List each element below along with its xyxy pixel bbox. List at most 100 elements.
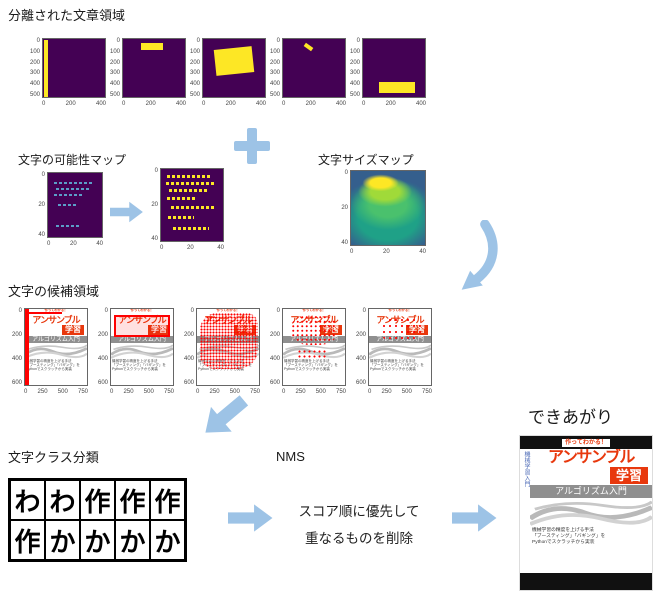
item-label: 40 (38, 232, 45, 238)
label-char-classification: 文字クラス分類 (8, 450, 99, 465)
item-label: 0 (356, 38, 360, 44)
item-label: 400 (269, 81, 280, 88)
item-label: 250 (37, 389, 48, 395)
plot-area (282, 38, 346, 98)
item-label: 500 (401, 389, 412, 395)
item-label: 0 (36, 38, 40, 44)
plot-area (47, 172, 103, 238)
detection-overlay (369, 309, 431, 385)
cover-title-2: 学習 (609, 467, 648, 484)
item-label: 100 (269, 48, 280, 55)
item-label: 作 (116, 481, 149, 519)
item-label: 500 (57, 389, 68, 395)
plot-area: 作ってわかる！ アンサンブル 学習 アルゴリズム入門 機械学習の精度を上げる手法… (368, 308, 432, 386)
item-label: 0 (116, 38, 120, 44)
item-label: 200 (29, 59, 40, 66)
text-row-mark (171, 206, 215, 209)
item-label: 0 (362, 101, 366, 107)
cover-bottom-bar (520, 573, 652, 590)
item-label: 40 (419, 249, 426, 255)
item-label: 400 (11, 356, 22, 362)
item-label: 400 (95, 101, 106, 107)
text-row-mark (58, 204, 78, 206)
text-row-mark (54, 182, 94, 184)
character-crops-strip: わわ作作作 作かかかか (8, 478, 187, 562)
wave-pattern (25, 344, 87, 359)
item-label: 400 (183, 356, 194, 362)
label-probability-map: 文字の可能性マップ (18, 153, 127, 167)
item-label: か (116, 521, 149, 559)
item-label: 200 (97, 332, 108, 338)
item-label: 250 (209, 389, 220, 395)
arrow-curved-down-icon (436, 220, 500, 294)
item-label: 200 (145, 101, 156, 107)
item-label: わ (11, 481, 44, 519)
item-label: 400 (109, 81, 120, 88)
plot-area (362, 38, 426, 98)
book-cover-thumb: 作ってわかる！ アンサンブル 学習 アルゴリズム入門 機械学習の精度を上げる手法… (25, 309, 87, 385)
item-label: 200 (189, 59, 200, 66)
item-label: 600 (269, 380, 280, 386)
text-row-mark (54, 194, 82, 196)
item-label: 0 (18, 308, 22, 314)
text-region-shape (141, 43, 163, 50)
item-label: 0 (104, 308, 108, 314)
plot-area (160, 168, 224, 242)
item-label: 750 (77, 389, 88, 395)
item-label: 200 (269, 59, 280, 66)
plus-icon (234, 128, 270, 164)
item-label: 200 (11, 332, 22, 338)
item-label: 20 (382, 249, 390, 255)
item-label: 750 (249, 389, 260, 395)
item-label: 0 (190, 308, 194, 314)
item-label: 0 (110, 389, 114, 395)
item-label: 0 (202, 101, 206, 107)
item-label: 500 (315, 389, 326, 395)
item-label: 作 (11, 521, 44, 559)
wave-pattern (530, 500, 652, 526)
nms-description-line-1: スコア順に優先して (298, 504, 420, 519)
item-label: 300 (349, 70, 360, 77)
item-label: 40 (217, 245, 224, 251)
cover-banner: 作ってわかる！ (130, 309, 154, 313)
item-label: 600 (183, 380, 194, 386)
item-label: 200 (65, 101, 76, 107)
nms-description-line-2: 重なるものを削除 (305, 531, 413, 546)
item-label: 600 (97, 380, 108, 386)
text-region-shape (303, 42, 314, 52)
item-label: 100 (29, 48, 40, 55)
text-row-mark (167, 197, 197, 200)
item-label: 400 (97, 356, 108, 362)
item-label: 20 (69, 241, 77, 247)
character-row-2: 作かかかか (11, 521, 184, 559)
item-label: か (151, 521, 184, 559)
plot-area (122, 38, 186, 98)
cover-title-2: 学習 (148, 325, 170, 335)
text-row-mark (168, 216, 194, 219)
item-label: 100 (109, 48, 120, 55)
text-row-mark (173, 227, 209, 230)
item-label: 20 (151, 202, 158, 208)
arrow-right-icon (110, 200, 144, 224)
wave-pattern (111, 344, 173, 359)
item-label: 300 (29, 70, 40, 77)
